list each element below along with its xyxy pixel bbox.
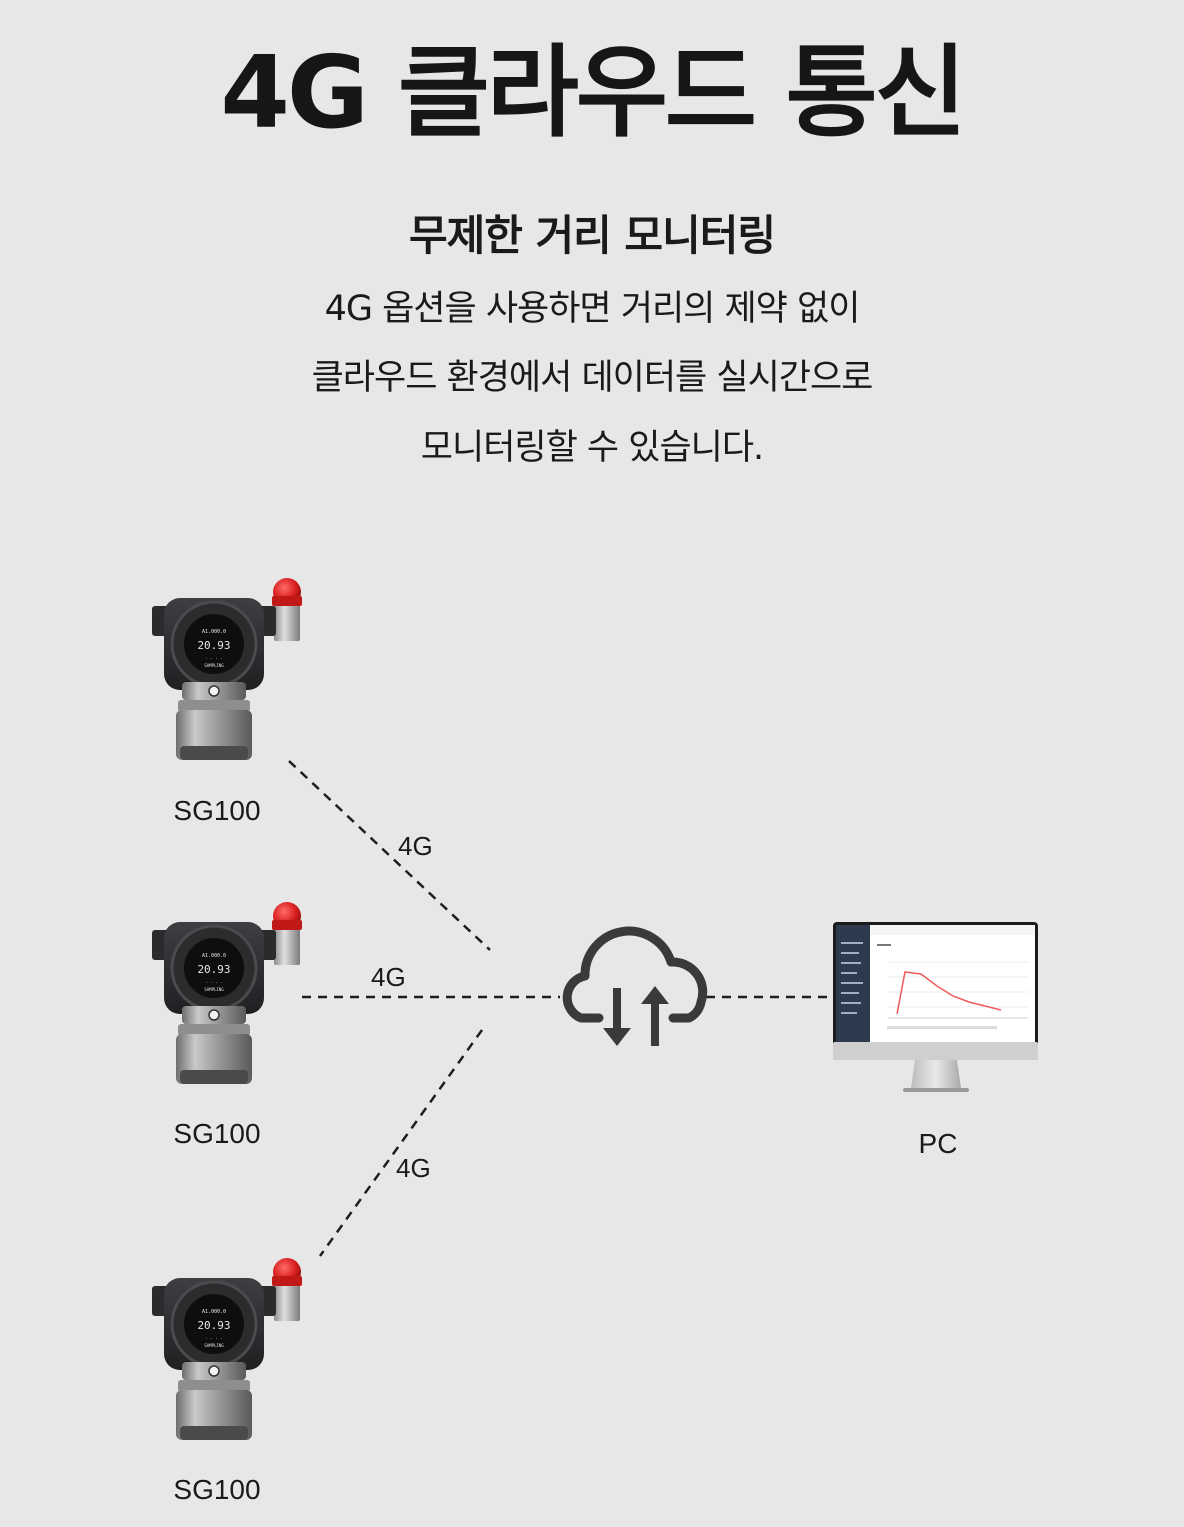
desktop-monitor-icon xyxy=(833,922,1038,1092)
gas-detector-icon xyxy=(150,1256,304,1442)
section-subtitle: 무제한 거리 모니터링 xyxy=(408,211,776,260)
cloud-upload-download-icon xyxy=(567,931,703,1046)
link-line-top xyxy=(288,760,491,951)
gas-detector-icon xyxy=(150,900,304,1086)
gas-detector-icon xyxy=(150,576,304,762)
description-line-2: 클라우드 환경에서 데이터를 실시간으로 xyxy=(311,358,874,398)
description-line-1: 4G 옵션을 사용하면 거리의 제약 없이 xyxy=(324,289,861,329)
link-label-bottom: 4G xyxy=(396,1153,431,1183)
page-title: 4G 클라우드 통신 xyxy=(220,34,966,151)
device-label-2: SG100 xyxy=(173,1118,260,1149)
device-label-3: SG100 xyxy=(173,1474,260,1505)
link-label-top: 4G xyxy=(398,831,433,861)
link-line-bottom xyxy=(318,1029,484,1257)
link-label-middle: 4G xyxy=(371,962,406,992)
description-line-3: 모니터링할 수 있습니다. xyxy=(420,428,764,468)
pc-label: PC xyxy=(919,1128,958,1159)
device-label-1: SG100 xyxy=(173,795,260,826)
